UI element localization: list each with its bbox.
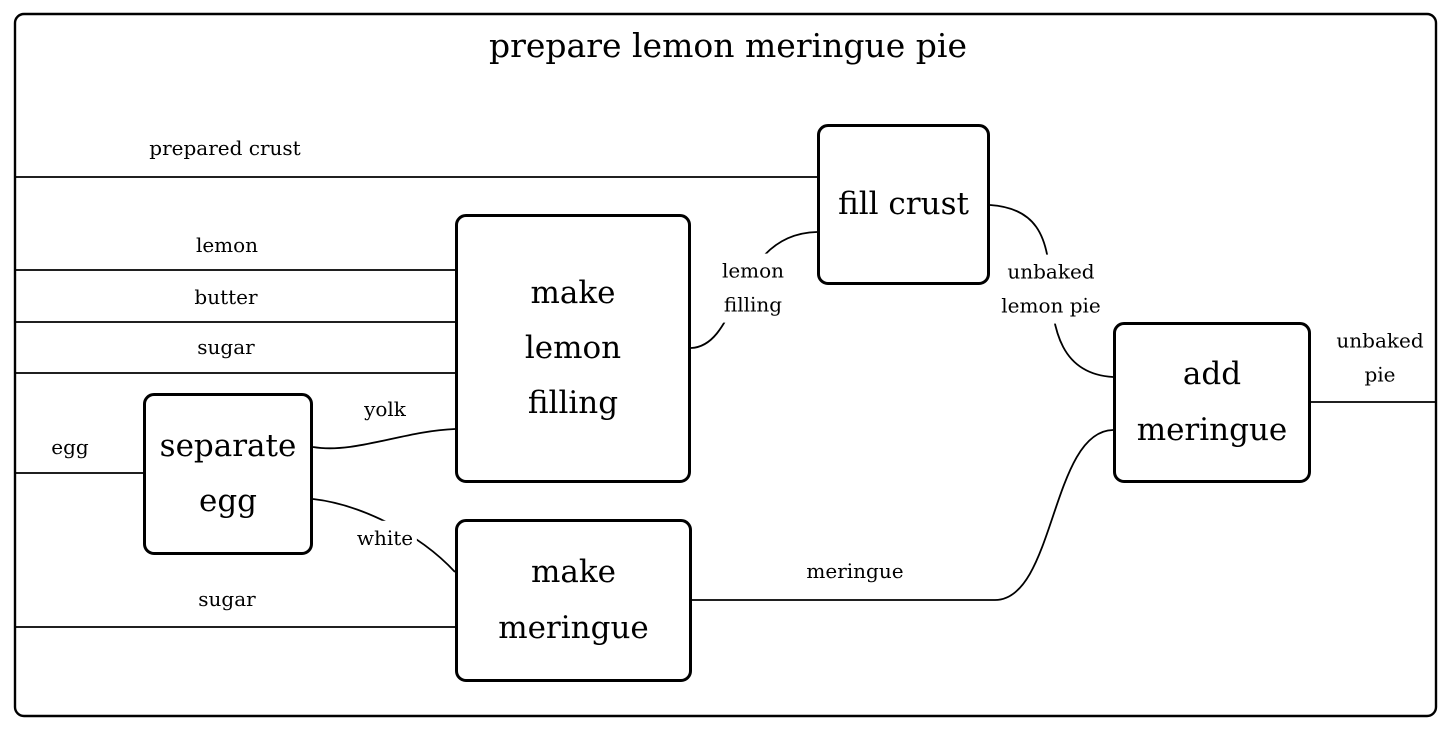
node-add-meringue: add meringue bbox=[1113, 322, 1311, 483]
node-separate-egg: separate egg bbox=[143, 393, 313, 555]
edge-label-sugar-top: sugar bbox=[197, 334, 255, 359]
diagram-title: prepare lemon meringue pie bbox=[488, 26, 968, 65]
node-make-meringue: make meringue bbox=[455, 519, 692, 682]
node-make-lemon-filling: make lemon filling bbox=[455, 214, 691, 483]
edge-yolk-curve bbox=[312, 428, 456, 450]
edge-label-meringue: meringue bbox=[806, 558, 904, 583]
edge-label-egg: egg bbox=[51, 434, 89, 459]
edge-label-lemon: lemon bbox=[195, 232, 259, 257]
edge-label-yolk: yolk bbox=[364, 396, 406, 421]
edge-meringue-curve bbox=[692, 429, 1114, 601]
edge-label-unbaked-lemon-pie: unbaked lemon pie bbox=[997, 254, 1105, 324]
edge-label-prepared-crust: prepared crust bbox=[149, 135, 301, 160]
edge-label-white: white bbox=[352, 520, 418, 556]
edge-label-lemon-filling: lemon filling bbox=[717, 253, 789, 323]
edge-label-sugar-bottom: sugar bbox=[198, 586, 256, 611]
edge-label-butter: butter bbox=[194, 284, 258, 309]
node-fill-crust: fill crust bbox=[817, 124, 990, 285]
system-boundary bbox=[13, 12, 1438, 718]
edge-label-unbaked-pie: unbaked pie bbox=[1336, 328, 1424, 387]
